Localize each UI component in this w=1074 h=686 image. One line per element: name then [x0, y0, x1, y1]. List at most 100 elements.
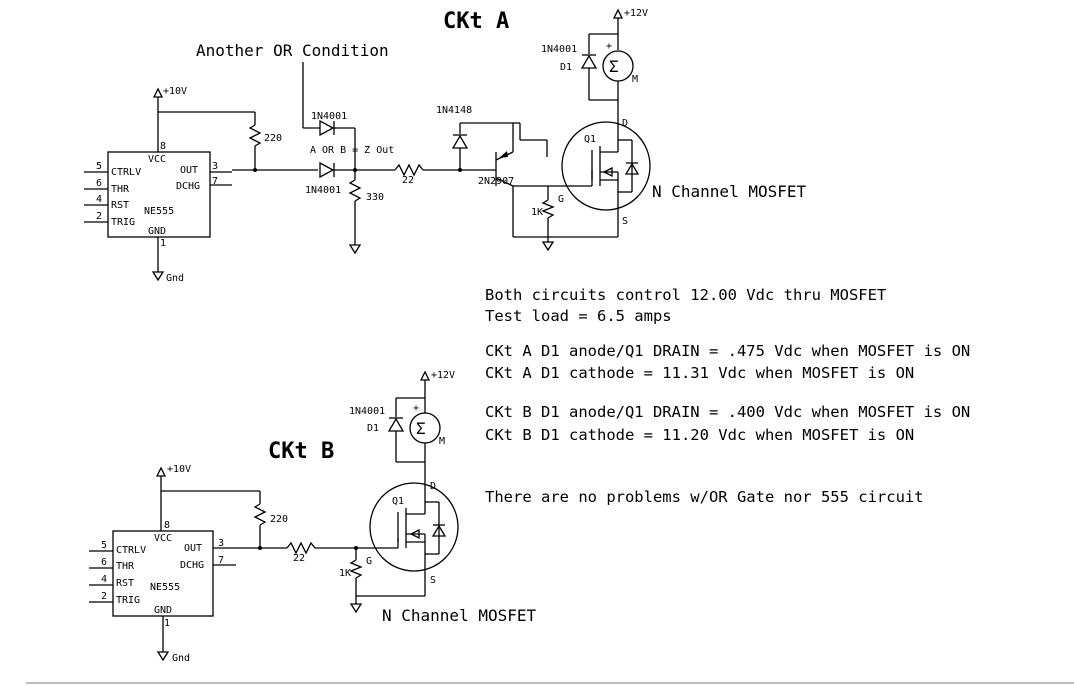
ground-a-icon — [151, 271, 165, 282]
ne555-a-pin4: 4 — [96, 194, 102, 205]
gate-b-label: G — [366, 556, 372, 567]
motor-b-label: M — [439, 436, 445, 447]
or-condition-note: Another OR Condition — [196, 41, 389, 60]
d1-b-label: D1 — [367, 423, 379, 434]
ne555-b-pin8: 8 — [164, 520, 170, 531]
resistor-1k-a — [541, 199, 555, 219]
ne555-a-ctrlv: CTRLV — [111, 167, 141, 178]
ne555-a-pin2: 2 — [96, 211, 102, 222]
circuit-b: CKt B 5 6 4 2 CTRLV THR RST TRIG 3 7 OUT… — [89, 370, 536, 664]
ne555-b-dchg: DCHG — [180, 560, 204, 571]
ne555-a-body — [107, 151, 211, 238]
ground-330-icon — [348, 244, 362, 255]
diode-1n4001-bottom-label: 1N4001 — [305, 185, 341, 196]
ne555-a-pin1: 1 — [160, 238, 166, 249]
transistor-2n2907-label: 2N2907 — [478, 176, 514, 187]
ne555-a-pin3: 3 — [212, 161, 218, 172]
diode-1n4148-label: 1N4148 — [436, 105, 472, 116]
resistor-22-a — [394, 163, 424, 177]
resistor-1k-b-label: 1K — [339, 568, 351, 579]
source-a-label: S — [622, 216, 628, 227]
diode-d1-b-label: 1N4001 — [349, 406, 385, 417]
ne555-a: 5 6 4 2 CTRLV THR RST TRIG 3 7 OUT DCHG … — [84, 141, 232, 249]
ne555-a-thr: THR — [111, 184, 130, 195]
resistor-330-a — [348, 179, 362, 202]
resistor-220-b-label: 220 — [270, 514, 288, 525]
mosfet-q1-b-label: Q1 — [392, 496, 404, 507]
note-line-5: CKt B D1 anode/Q1 DRAIN = .400 Vdc when … — [485, 403, 970, 421]
ne555-a-pin6: 6 — [96, 178, 102, 189]
ne555-a-dchg: DCHG — [176, 181, 200, 192]
resistor-220-a-label: 220 — [264, 133, 282, 144]
mosfet-a-desc: N Channel MOSFET — [652, 182, 806, 201]
ground-b-label: Gnd — [172, 653, 190, 664]
motor-a-label: M — [632, 74, 638, 85]
ne555-b-pin2: 2 — [101, 591, 107, 602]
note-line-7: There are no problems w/OR Gate nor 555 … — [485, 488, 924, 506]
ne555-b-thr: THR — [116, 561, 135, 572]
supply-10v-a-icon — [152, 87, 164, 98]
note-line-2: Test load = 6.5 amps — [485, 307, 672, 325]
note-line-1: Both circuits control 12.00 Vdc thru MOS… — [485, 286, 886, 304]
supply-12v-b-icon — [419, 370, 431, 381]
ground-1k-a-icon — [541, 241, 555, 252]
supply-10v-b-label: +10V — [167, 464, 191, 475]
ground-a-label: Gnd — [166, 273, 184, 284]
ne555-b-pin5: 5 — [101, 540, 107, 551]
note-line-6: CKt B D1 cathode = 11.20 Vdc when MOSFET… — [485, 426, 914, 444]
mosfet-b-desc: N Channel MOSFET — [382, 606, 536, 625]
ground-1k-b-icon — [349, 603, 363, 614]
ne555-b-pin7: 7 — [218, 555, 224, 566]
motor-b-plus: + — [413, 403, 419, 414]
note-line-4: CKt A D1 cathode = 11.31 Vdc when MOSFET… — [485, 364, 914, 382]
ground-b-icon — [156, 651, 170, 662]
ne555-b-trig: TRIG — [116, 595, 140, 606]
ne555-a-out: OUT — [180, 165, 198, 176]
resistor-1k-a-label: 1K — [531, 207, 543, 218]
transistor-2n2907: 2N2907 — [478, 151, 514, 187]
ne555-a-pin8: 8 — [160, 141, 166, 152]
ne555-b-name: NE555 — [150, 582, 180, 593]
resistor-330-a-label: 330 — [366, 192, 384, 203]
ne555-a-vcc: VCC — [148, 154, 166, 165]
diode-1n4001-bottom — [319, 161, 335, 179]
circuit-a: CKt A 5 6 4 2 CTRLV THR RST TRIG 3 7 OUT… — [84, 8, 806, 284]
motor-a-plus: + — [606, 41, 612, 52]
notes: Both circuits control 12.00 Vdc thru MOS… — [485, 286, 970, 506]
ne555-b-pin4: 4 — [101, 574, 107, 585]
d1-a-label: D1 — [560, 62, 572, 73]
ne555-b-out: OUT — [184, 543, 202, 554]
motor-a-sigma: Σ — [609, 57, 619, 76]
ne555-b-pin3: 3 — [218, 538, 224, 549]
resistor-22-b — [286, 541, 316, 555]
diode-1n4001-top-label: 1N4001 — [311, 111, 347, 122]
drain-a-label: D — [622, 118, 628, 129]
diode-d1-b — [387, 417, 405, 432]
mosfet-q1-a-label: Q1 — [584, 134, 596, 145]
ne555-a-gnd: GND — [148, 226, 166, 237]
ne555-b-rst: RST — [116, 578, 134, 589]
mosfet-q1-b: Q1 — [369, 482, 459, 572]
resistor-220-b — [253, 503, 267, 526]
ne555-a-pin7: 7 — [212, 176, 218, 187]
resistor-220-a — [248, 124, 262, 147]
mosfet-q1-a: Q1 — [561, 121, 651, 211]
ne555-a-trig: TRIG — [111, 217, 135, 228]
ne555-b-pin6: 6 — [101, 557, 107, 568]
circuit-a-title: CKt A — [443, 9, 509, 34]
ne555-b-gnd: GND — [154, 605, 172, 616]
ne555-b-pin1: 1 — [164, 618, 170, 629]
resistor-22-a-label: 22 — [402, 175, 414, 186]
ne555-a-pin5: 5 — [96, 161, 102, 172]
supply-12v-b-label: +12V — [431, 370, 455, 381]
resistor-1k-b — [349, 559, 363, 579]
motor-b-sigma: Σ — [416, 419, 426, 438]
diode-1n4148 — [451, 134, 469, 149]
diode-1n4001-top — [319, 119, 335, 137]
or-gate-label: A OR B = Z Out — [310, 145, 394, 156]
source-b-label: S — [430, 575, 436, 586]
diode-d1-a-label: 1N4001 — [541, 44, 577, 55]
ne555-b-vcc: VCC — [154, 533, 172, 544]
ne555-a-name: NE555 — [144, 206, 174, 217]
ne555-b-ctrlv: CTRLV — [116, 545, 146, 556]
